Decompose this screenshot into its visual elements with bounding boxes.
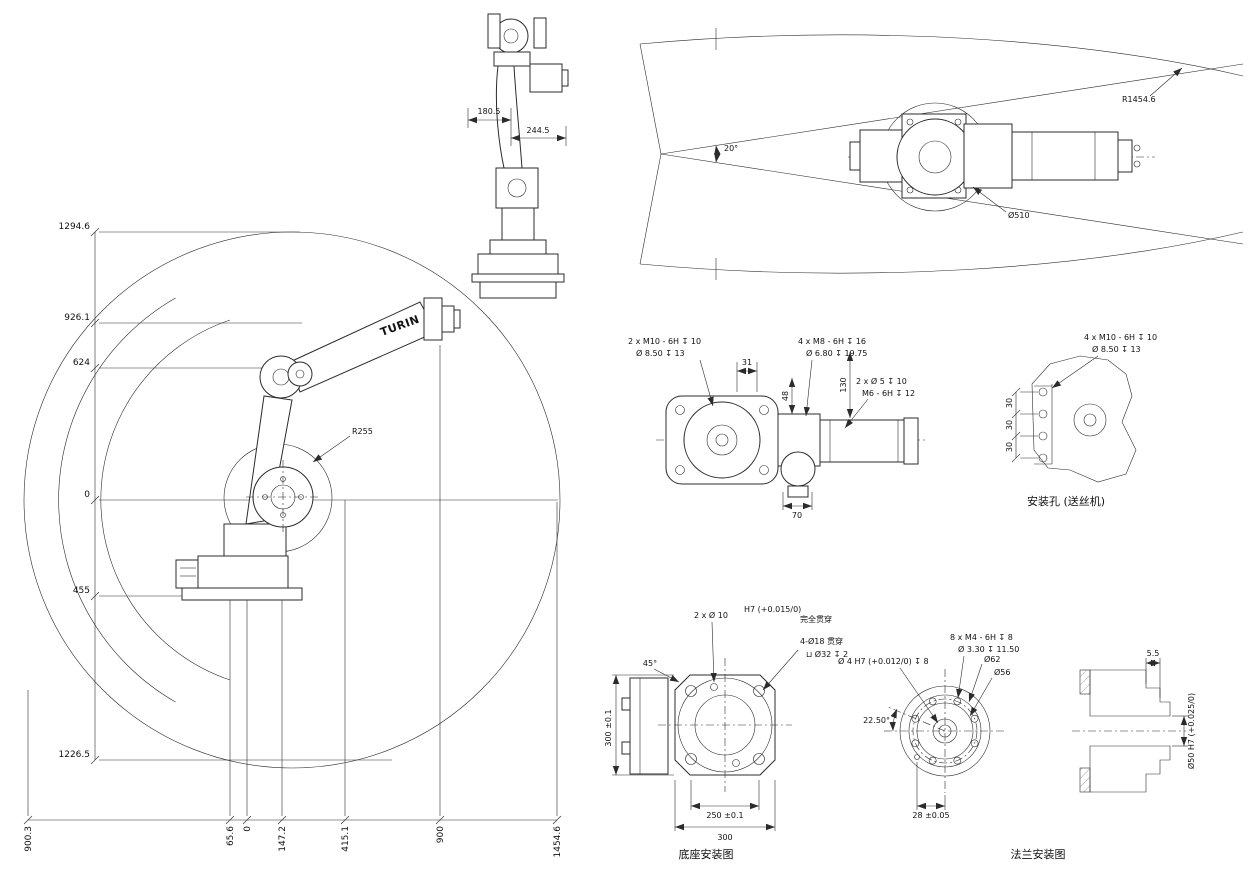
diameter-label: Ø510 xyxy=(1008,210,1030,220)
dim-label: 147.2 xyxy=(278,826,288,852)
dim-label: 31 xyxy=(742,358,752,367)
base-mounting-view: 2 x Ø 10 H7 (+0.015/0) 完全贯穿 4-Ø18 贯穿 ⊔ Ø… xyxy=(604,605,848,861)
robot-side-silhouette: TURIN xyxy=(175,297,461,601)
side-mounting-callouts: 2 x M10 - 6H ↧ 10 Ø 8.50 ↧ 13 4 x M8 - 6… xyxy=(628,337,915,520)
base-dimensions: 300 ±0.1 250 ±0.1 300 xyxy=(604,674,776,842)
radius-label: R255 xyxy=(352,427,373,436)
view-caption: 法兰安装图 xyxy=(1011,847,1066,861)
vertical-dimensions: 1294.6 926.1 624 0 455 1226.5 xyxy=(59,222,558,765)
view-caption: 安装孔 (送丝机) xyxy=(1027,494,1105,508)
dim-label: 5.5 xyxy=(1147,649,1160,658)
dim-label: 1294.6 xyxy=(59,222,91,232)
robot-plan-silhouette xyxy=(848,102,1155,212)
dim-label: 926.1 xyxy=(64,313,90,323)
callout-line: 8 x M4 - 6H ↧ 8 xyxy=(950,633,1013,642)
chamfer-label: 45° xyxy=(643,659,657,668)
flange-callouts: 8 x M4 - 6H ↧ 8 Ø 3.30 ↧ 11.50 Ø 4 H7 (+… xyxy=(838,633,1019,820)
dim-label: 1226.5 xyxy=(59,750,91,760)
callout-line: Ø 8.50 ↧ 13 xyxy=(1092,344,1141,354)
horizontal-dimensions: 900.3 65.6 0 147.2 415.1 900 1454.6 xyxy=(23,345,563,858)
radius-callout: R255 xyxy=(312,427,373,463)
flange-face-view: 8 x M4 - 6H ↧ 8 Ø 3.30 ↧ 11.50 Ø 4 H7 (+… xyxy=(838,633,1019,820)
wire-feeder-dimensions: 30 30 30 4 x M10 - 6H ↧ 10 Ø 8.50 ↧ 13 xyxy=(1005,333,1157,463)
dim-label: 0 xyxy=(243,826,253,832)
dim-label: 455 xyxy=(73,586,90,596)
diameter-label: Ø56 xyxy=(994,667,1010,677)
front-view-dimensions: 180.5 244.5 xyxy=(467,107,567,146)
dim-label: 28 ±0.05 xyxy=(912,811,949,820)
side-elevation-view: 1294.6 926.1 624 0 455 1226.5 900.3 6 xyxy=(23,222,563,858)
dim-label: 0 xyxy=(84,490,90,500)
callout-line: 4 x M10 - 6H ↧ 10 xyxy=(1084,333,1157,342)
callout-line: ⊔ Ø32 ↧ 2 xyxy=(806,649,848,659)
side-mounting-view: 2 x M10 - 6H ↧ 10 Ø 8.50 ↧ 13 4 x M8 - 6… xyxy=(628,337,928,520)
callout-line: 完全贯穿 xyxy=(800,614,832,624)
diameter-label: Ø62 xyxy=(984,654,1000,664)
dim-label: 415.1 xyxy=(341,826,351,852)
callout-line: 4-Ø18 贯穿 xyxy=(800,636,843,646)
dim-label: 250 ±0.1 xyxy=(706,811,743,820)
callout-line: 4 x M8 - 6H ↧ 16 xyxy=(798,337,866,346)
wire-feeder-view: 30 30 30 4 x M10 - 6H ↧ 10 Ø 8.50 ↧ 13 安… xyxy=(1005,333,1157,508)
callout-line: 2 x Ø 10 xyxy=(694,610,728,620)
callout-line: Ø 8.50 ↧ 13 xyxy=(636,348,685,358)
section-dimensions: 5.5 Ø50 H7 (+0.025/0) xyxy=(1145,649,1196,769)
callout-line: 2 x Ø 5 ↧ 10 xyxy=(856,376,907,386)
dim-label: 48 xyxy=(781,391,790,401)
dim-label: 900 xyxy=(436,826,446,843)
dim-label: 1454.6 xyxy=(553,826,563,858)
dim-label: Ø50 H7 (+0.025/0) xyxy=(1186,693,1196,769)
dim-label: 30 xyxy=(1005,398,1014,408)
callout-line: M6 - 6H ↧ 12 xyxy=(862,389,915,398)
flange-section-view: 5.5 Ø50 H7 (+0.025/0) 法兰安装图 xyxy=(1011,649,1197,861)
callout-line: Ø 6.80 ↧ 19.75 xyxy=(806,348,867,358)
callout-line: Ø 4 H7 (+0.012/0) ↧ 8 xyxy=(838,656,929,666)
dim-label: 900.3 xyxy=(24,826,34,852)
radius-label: R1454.6 xyxy=(1122,95,1156,104)
callout-line: Ø 3.30 ↧ 11.50 xyxy=(958,644,1019,654)
dim-label: 180.5 xyxy=(478,107,501,116)
dim-label: 624 xyxy=(73,358,90,368)
view-caption: 底座安装图 xyxy=(679,847,734,861)
dim-label: 30 xyxy=(1005,442,1014,452)
front-folded-view: 180.5 244.5 xyxy=(467,13,569,299)
dim-label: 130 xyxy=(839,377,848,392)
dim-label: 300 xyxy=(717,833,732,842)
plan-callouts: R1454.6 Ø510 xyxy=(972,67,1183,220)
dim-label: 300 ±0.1 xyxy=(604,709,613,746)
dim-label: 70 xyxy=(792,511,802,520)
dim-label: 65.6 xyxy=(226,826,236,846)
callout-line: 2 x M10 - 6H ↧ 10 xyxy=(628,337,701,346)
angle-label: 22.50° xyxy=(863,716,890,725)
dim-label: 30 xyxy=(1005,420,1014,430)
dim-label: 244.5 xyxy=(527,126,550,135)
angle-label: 20° xyxy=(724,144,738,153)
plan-envelope-view: 20° R1454.6 Ø510 xyxy=(639,28,1244,280)
base-callouts: 2 x Ø 10 H7 (+0.015/0) 完全贯穿 4-Ø18 贯穿 ⊔ Ø… xyxy=(643,605,848,691)
callout-line: H7 (+0.015/0) xyxy=(744,605,801,614)
